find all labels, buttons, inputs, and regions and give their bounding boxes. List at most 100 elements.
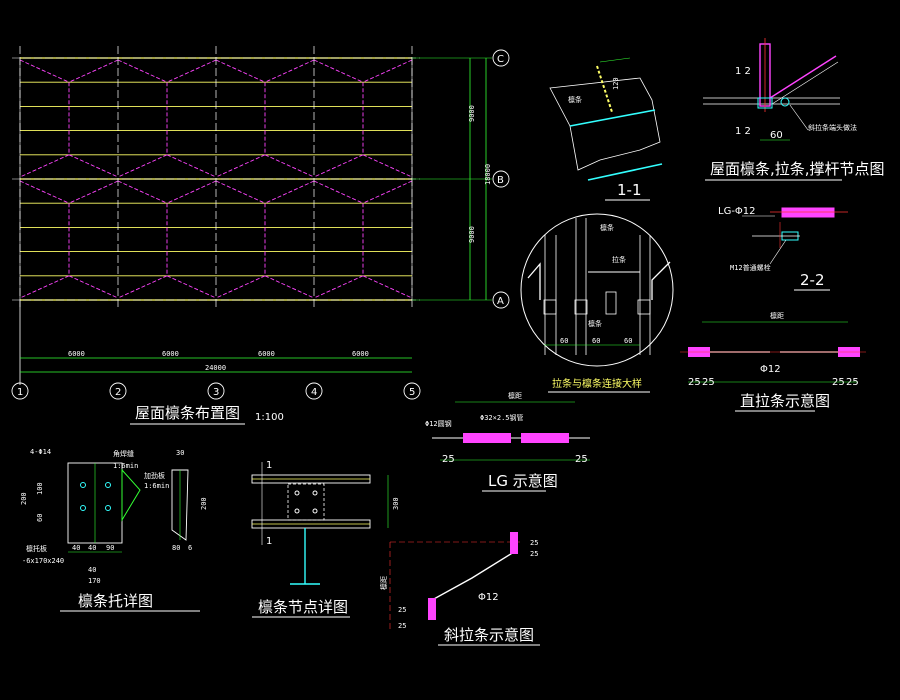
pnode-mark-1: 1 bbox=[266, 460, 272, 471]
section-1-1-dim: 120 bbox=[612, 77, 620, 90]
lg-end-1: 25 bbox=[442, 454, 455, 465]
diagonal-tie-rod bbox=[362, 275, 413, 299]
bracket-dim-7: 90 bbox=[106, 544, 114, 552]
diagonal-tie-rod bbox=[117, 154, 168, 178]
purlin-node-detail-large: 1 1 300 檩条节点详图 bbox=[251, 460, 400, 618]
node-mark-top: 1 2 bbox=[735, 66, 751, 77]
dim-bay4: 6000 bbox=[352, 350, 369, 358]
diagonal-tie-rod bbox=[68, 180, 119, 204]
column-axis-5: 5 bbox=[403, 382, 421, 400]
diagonal-tie-rod bbox=[117, 180, 168, 204]
svg-text:B: B bbox=[497, 175, 504, 186]
diag-dim-4: 25 bbox=[530, 550, 538, 558]
purlin-bracket-detail: 4-Φ14 角焊缝 1:6min 加劲板 1:6min 檩托板 -6x170x2… bbox=[20, 448, 208, 612]
dim-span-ba: 9000 bbox=[468, 226, 476, 243]
purlin-node-detail: 1 2 1 2 60 斜拉条端头做法 屋面檩条,拉条,撑杆节点图 bbox=[703, 38, 885, 181]
column-axis-2: 2 bbox=[109, 382, 127, 400]
diagonal-tie-rod bbox=[68, 59, 119, 83]
bracket-dim-4: 100 bbox=[36, 482, 44, 495]
detail-rod-left bbox=[527, 262, 541, 300]
straight-length: 檩距 bbox=[770, 311, 784, 320]
bracket-hole-4 bbox=[105, 505, 111, 511]
detail-nut-3 bbox=[605, 291, 617, 315]
tie-rod-lines bbox=[19, 59, 413, 299]
detail-label-c: 檩条 bbox=[588, 319, 602, 328]
dim-span-total: 18000 bbox=[484, 164, 492, 185]
bracket-hole-3 bbox=[80, 505, 86, 511]
diagonal-tie-rod bbox=[313, 180, 364, 204]
diagonal-tie-rod bbox=[264, 59, 315, 83]
bracket-dim-10: 200 bbox=[200, 497, 208, 510]
bracket-label-5: 1:6min bbox=[144, 482, 169, 490]
section-2-2-pipe bbox=[781, 207, 835, 218]
roof-purlin-plan: 6000 6000 6000 6000 24000 9000 9000 1800… bbox=[11, 46, 510, 425]
row-axis-c: C bbox=[492, 49, 510, 67]
diagonal-tie-rod bbox=[68, 275, 119, 299]
lg-pipe-right bbox=[521, 433, 569, 443]
node-diagonal-edge bbox=[771, 61, 839, 105]
bracket-dim-11: 80 bbox=[172, 544, 180, 552]
bracket-dim-3: 60 bbox=[36, 514, 44, 522]
diagonal-tie-rod bbox=[117, 275, 168, 299]
lg-bar-label: Φ12圆钢 bbox=[425, 419, 452, 428]
node-bolt-head bbox=[780, 97, 790, 107]
lg-end-2: 25 bbox=[575, 454, 588, 465]
detail-nut-1 bbox=[543, 299, 557, 315]
dim-bay3: 6000 bbox=[258, 350, 275, 358]
pnode-title: 檩条节点详图 bbox=[258, 598, 348, 616]
diag-dim-1: 25 bbox=[398, 606, 406, 614]
diag-thread-low bbox=[428, 598, 436, 620]
diag-dim-2: 25 bbox=[398, 622, 406, 630]
diagonal-tie-rod bbox=[117, 59, 168, 83]
detail-rod-right bbox=[651, 261, 671, 300]
diag-thread-high bbox=[510, 532, 518, 554]
bracket-label-7: -6x170x240 bbox=[22, 557, 64, 565]
row-axis-a: A bbox=[492, 291, 510, 309]
lg-pipe-label: Φ32×2.5钢管 bbox=[480, 413, 524, 422]
node-dim: 60 bbox=[770, 130, 783, 141]
bracket-dim-8: 40 bbox=[88, 566, 96, 574]
straight-end-2: 25 bbox=[702, 377, 715, 388]
straight-end-1: 25 bbox=[688, 377, 701, 388]
section-1-1-title: 1-1 bbox=[617, 181, 642, 199]
pnode-mark-2: 1 bbox=[266, 536, 272, 547]
diagonal-tie-rod bbox=[166, 275, 217, 299]
diagonal-tie-rod bbox=[19, 59, 70, 83]
plan-title: 屋面檩条布置图 bbox=[135, 404, 240, 422]
diagonal-tie-rod bbox=[264, 275, 315, 299]
column-axis-4: 4 bbox=[305, 382, 323, 400]
svg-text:1: 1 bbox=[17, 387, 23, 398]
bracket-label-6: 檩托板 bbox=[26, 544, 47, 553]
diagonal-tie-rod bbox=[362, 154, 413, 178]
diagonal-tie-rod bbox=[215, 154, 266, 178]
detail-label-a: 檩条 bbox=[600, 223, 614, 232]
diagonal-tie-rod bbox=[166, 59, 217, 83]
detail-nut-4 bbox=[637, 299, 651, 315]
bracket-label-4: 加劲板 bbox=[144, 471, 165, 480]
bracket-dim-6: 40 bbox=[88, 544, 96, 552]
detail-dim-3: 60 bbox=[624, 337, 632, 345]
section-1-1-bottom bbox=[587, 163, 663, 181]
diag-diameter: Φ12 bbox=[478, 592, 499, 603]
pnode-bolt-1 bbox=[294, 490, 300, 496]
detail-dim-1: 60 bbox=[560, 337, 568, 345]
pnode-dim: 300 bbox=[392, 497, 400, 510]
diagonal-tie-rod bbox=[362, 180, 413, 204]
diagonal-tie-rod bbox=[264, 154, 315, 178]
dim-span-cb: 9000 bbox=[468, 105, 476, 122]
section-1-1: 120 檩条 1-1 bbox=[549, 57, 663, 201]
straight-end-4: 25 bbox=[846, 377, 859, 388]
diagonal-tie-rod bbox=[19, 275, 70, 299]
node-mark-bottom: 1 2 bbox=[735, 126, 751, 137]
pnode-bolt-3 bbox=[294, 508, 300, 514]
detail-circle bbox=[520, 213, 674, 367]
bracket-dim-1: 30 bbox=[176, 449, 184, 457]
tie-rod-connection-detail: 檩条 拉条 檩条 60 60 60 拉条与檩条连接大样 bbox=[520, 213, 674, 393]
diag-title: 斜拉条示意图 bbox=[444, 626, 534, 644]
diagonal-tie-rod bbox=[215, 180, 266, 204]
straight-title: 直拉条示意图 bbox=[740, 392, 830, 410]
bracket-label-2: 角焊缝 bbox=[113, 449, 134, 458]
diagonal-tie-rod bbox=[215, 59, 266, 83]
